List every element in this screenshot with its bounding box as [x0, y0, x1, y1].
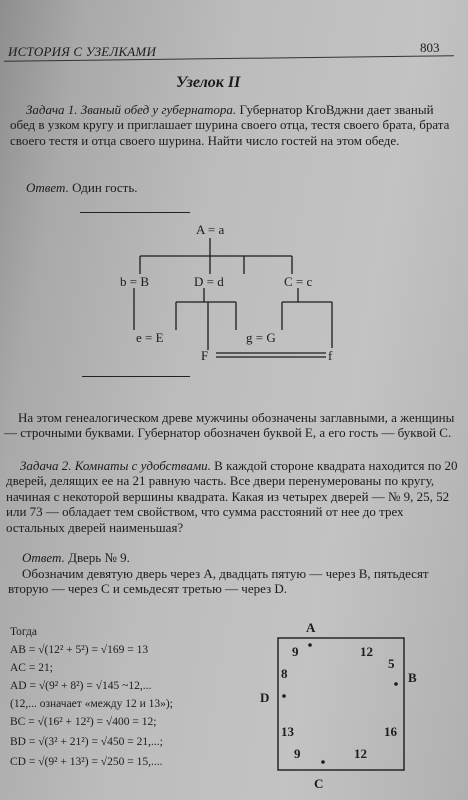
calc-bd: BD = √(3² + 21²) = √450 = 21,...;	[10, 736, 163, 748]
door-a-dot	[308, 643, 312, 647]
tree-node-F: F	[201, 348, 208, 363]
task2-paragraph: Задача 2. Комнаты с удобствами. В каждой…	[6, 458, 458, 535]
running-title: ИСТОРИЯ С УЗЕЛКАМИ	[8, 44, 157, 59]
segment-right-bottom: 16	[384, 724, 398, 739]
door-d-dot	[282, 694, 286, 698]
tree-node-f: f	[328, 348, 333, 363]
task1-answer: Ответ. Один гость.	[26, 180, 456, 195]
task1-paragraph: Задача 1. Званый обед у губернатора. Губ…	[10, 102, 458, 148]
tree-node-root: A = a	[196, 222, 225, 237]
square-outline	[277, 637, 405, 771]
segment-bottom-right: 12	[354, 746, 367, 761]
segment-left-bottom: 13	[281, 724, 295, 739]
tree-node-g: g = G	[246, 330, 276, 345]
separator-top	[80, 212, 190, 213]
calc-cd: CD = √(9² + 13²) = √250 = 15,....	[10, 756, 163, 768]
tree-node-c: C = c	[284, 274, 313, 289]
door-label-c: C	[314, 776, 323, 791]
page-number: 803	[420, 40, 440, 55]
tree-node-e: e = E	[136, 330, 164, 345]
calc-ac: AC = 21;	[10, 662, 53, 674]
task1-lead: Задача 1. Званый обед у губернатора.	[26, 102, 237, 117]
task2-answer: Ответ. Дверь № 9.	[22, 550, 452, 565]
tree-caption: На этом генеалогическом древе мужчины об…	[4, 410, 455, 441]
section-title: Узелок II	[176, 74, 241, 91]
task1-body: Губернатор КгоВджни дает званый обед в у…	[10, 102, 450, 148]
segment-right-top: 5	[388, 656, 395, 671]
segment-bottom-left: 9	[294, 746, 301, 761]
calc-ad: AD = √(9² + 8²) = √145 ~12,...	[10, 680, 152, 692]
door-c-dot	[321, 760, 325, 764]
tree-node-d: D = d	[194, 274, 224, 289]
task2-explanation: Обозначим девятую дверь через A, двадцат…	[8, 566, 429, 597]
doors-square-diagram: A B C D 9 12 5 8 13 16 9 12	[260, 620, 417, 791]
separator-bottom	[82, 376, 190, 377]
calc-intro: Тогда	[10, 626, 38, 638]
task2-body: В каждой стороне квадрата находится по 2…	[6, 458, 458, 535]
segment-left-top: 8	[281, 666, 288, 681]
door-label-b: B	[408, 670, 417, 685]
segment-top-left: 9	[292, 644, 299, 659]
task1-answer-label: Ответ.	[26, 180, 69, 195]
segment-top-right: 12	[360, 644, 373, 659]
calc-bc: BC = √(16² + 12²) = √400 = 12;	[10, 716, 157, 728]
task2-answer-label: Ответ.	[22, 550, 65, 565]
task2-lead: Задача 2. Комнаты с удобствами.	[20, 458, 211, 473]
task2-answer-text: Дверь № 9.	[68, 550, 130, 565]
calc-ab: AB = √(12² + 5²) = √169 = 13	[10, 644, 149, 656]
calc-ad-note: (12,... означает «между 12 и 13»);	[10, 698, 173, 710]
door-label-a: A	[306, 620, 316, 635]
genealogy-tree: A = a b = B D = d C = c e = E g = G F f	[120, 222, 333, 363]
task1-answer-text: Один гость.	[72, 180, 138, 195]
door-label-d: D	[260, 690, 269, 705]
door-b-dot	[394, 682, 398, 686]
tree-node-b: b = B	[120, 274, 149, 289]
